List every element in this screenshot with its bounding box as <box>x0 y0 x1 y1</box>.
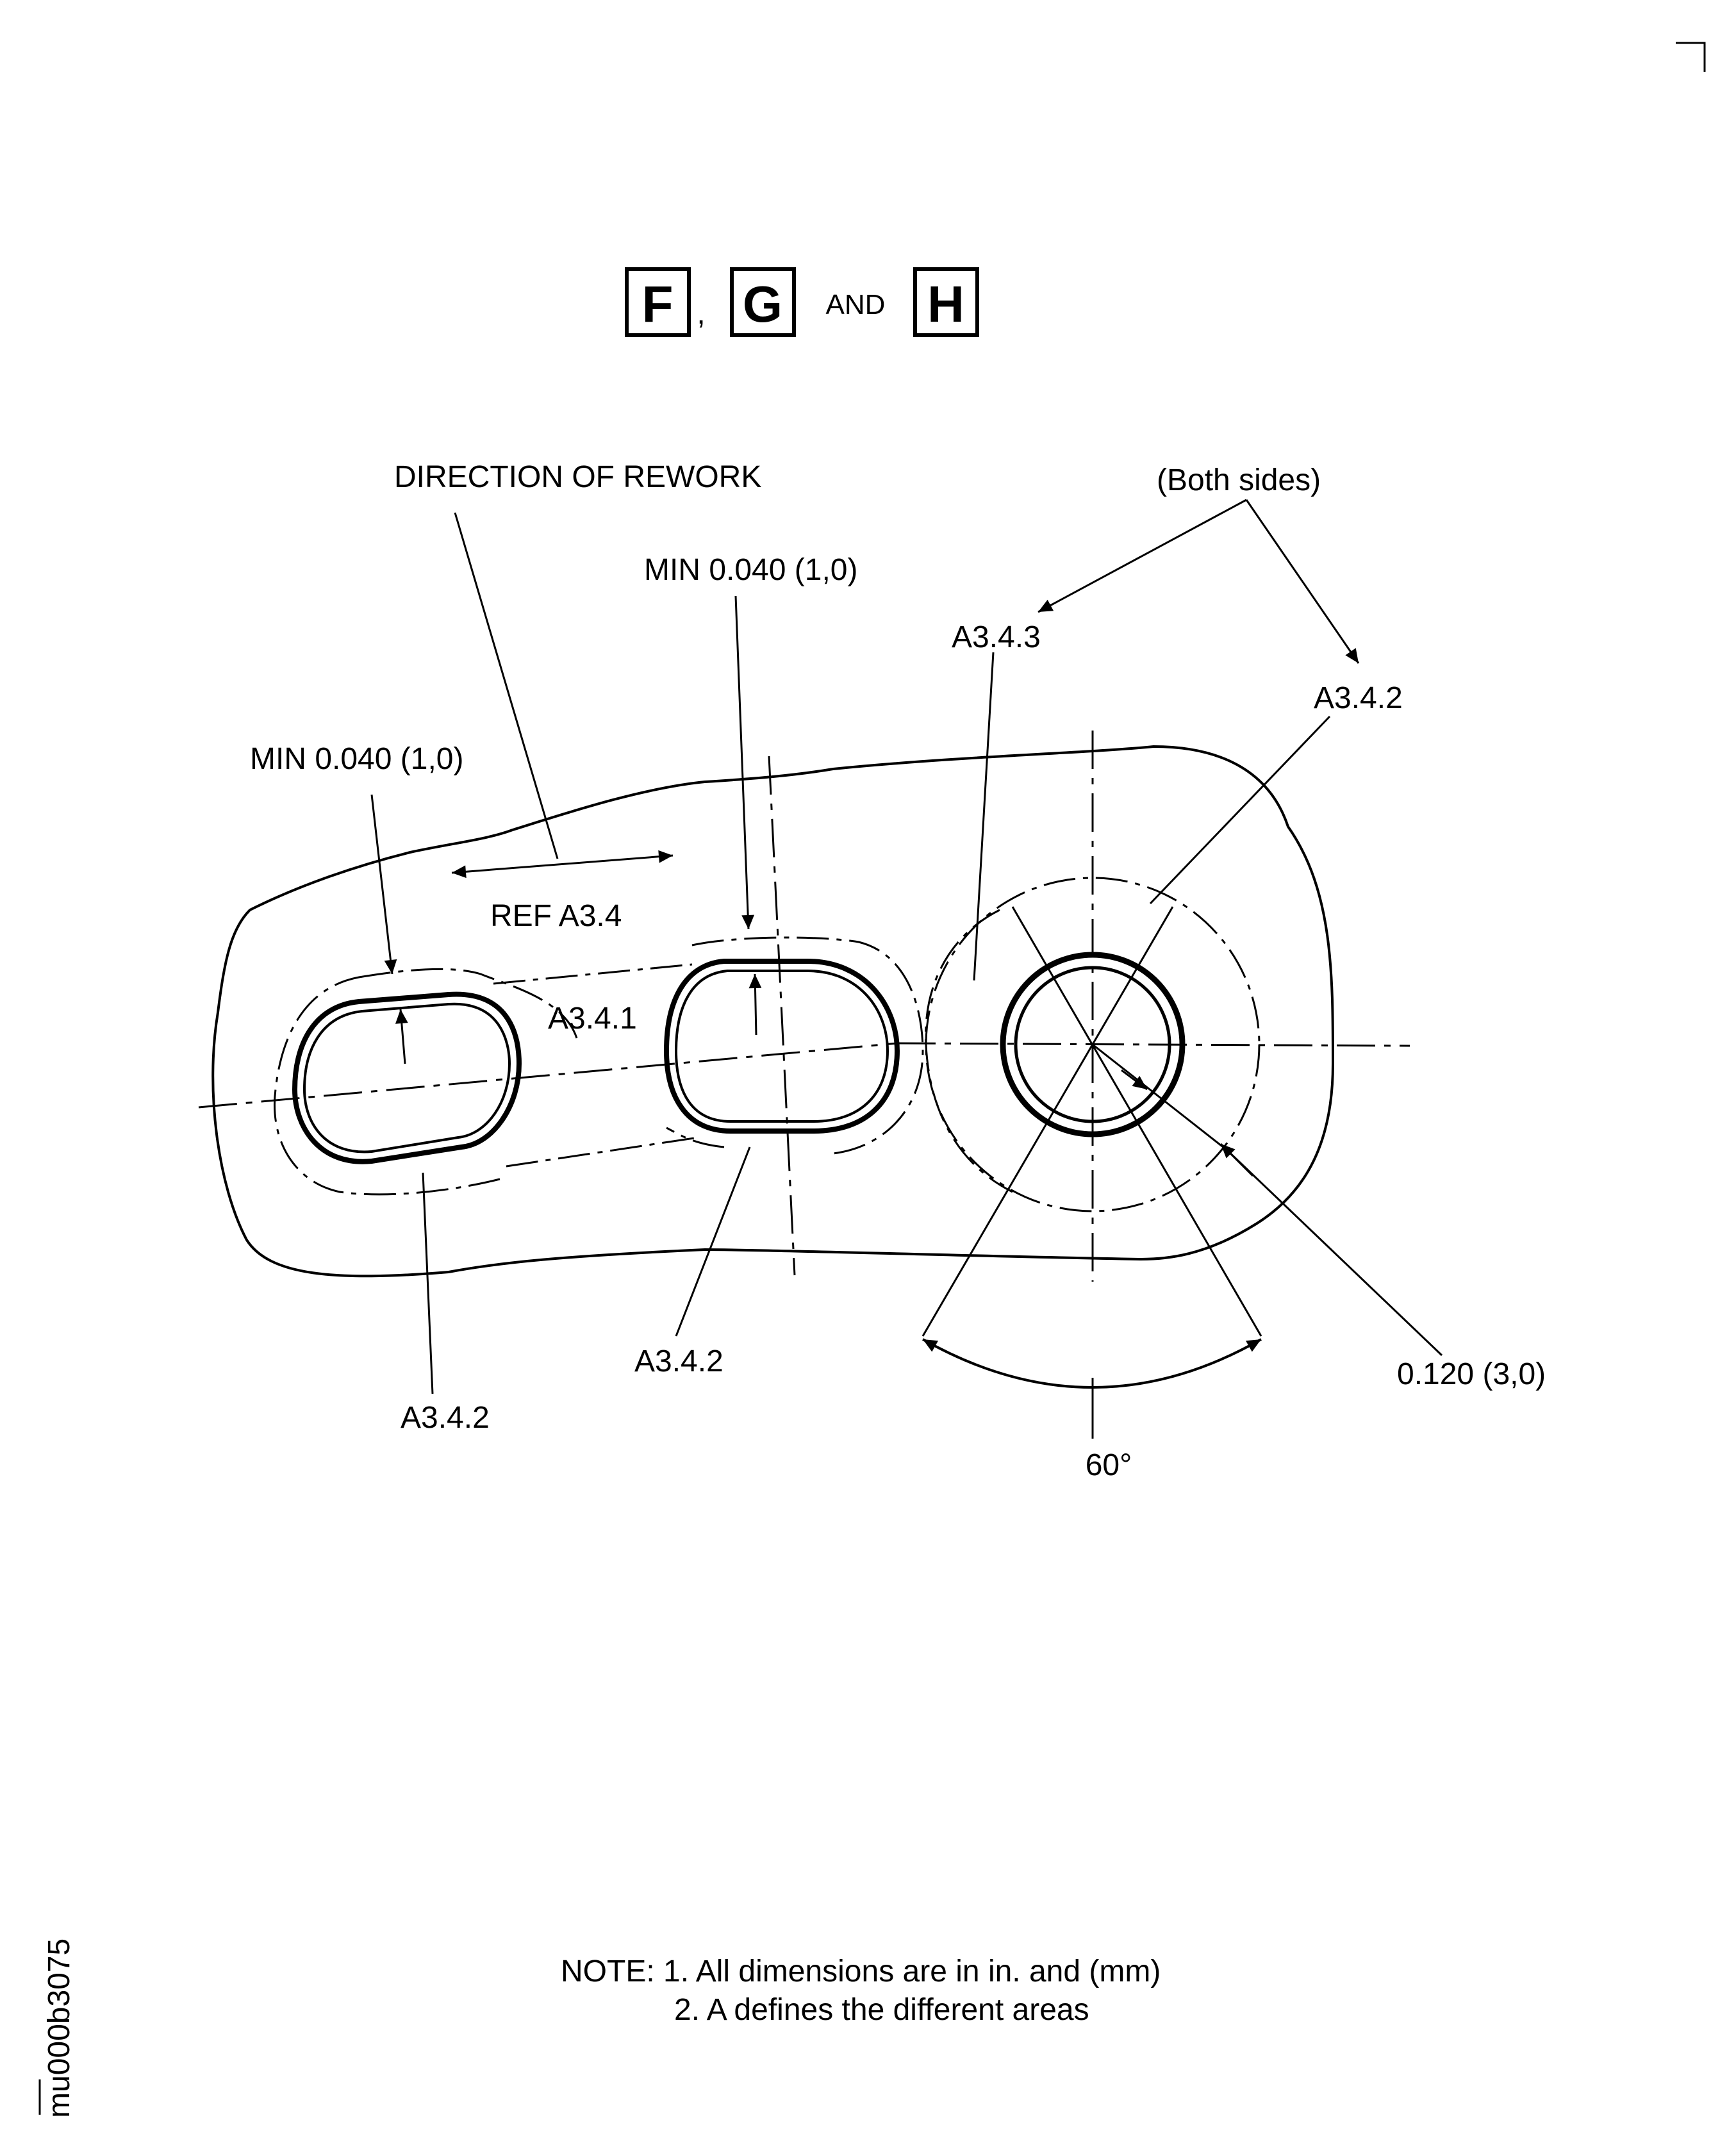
hole-area-a343-boundary <box>925 909 1013 1193</box>
dim-0120 <box>1092 1043 1443 1357</box>
slot-center-inner <box>674 970 889 1123</box>
corner-mark-top-right <box>1676 42 1706 72</box>
box-f <box>625 267 691 337</box>
figure-id: mu000b3075 <box>42 1938 76 2118</box>
a342-center-leader <box>675 1146 751 1337</box>
hole-area-boundary-a342 <box>925 877 1261 1212</box>
label-min-center: MIN 0.040 (1,0) <box>644 553 857 587</box>
header-and: AND <box>826 289 886 320</box>
both-sides-leaders <box>1037 499 1360 664</box>
min-left-arrow-up <box>395 1009 408 1064</box>
dim-0120-arrow-outer <box>1219 1143 1254 1177</box>
box-g-label: G <box>743 276 782 333</box>
direction-of-rework <box>451 512 674 879</box>
a342-left-leader <box>422 1172 434 1394</box>
slots-centerline <box>198 1042 898 1109</box>
figure-id-block: mu000b3075 <box>38 1938 76 2118</box>
label-dim-0120: 0.120 (3,0) <box>1397 1357 1546 1391</box>
label-angle-60: 60° <box>1086 1448 1132 1482</box>
angle-line-left <box>1011 906 1262 1337</box>
note-line-1: NOTE: 1. All dimensions are in in. and (… <box>561 1954 1161 1988</box>
label-a341: A3.4.1 <box>548 1002 637 1036</box>
label-ref-a34: REF A3.4 <box>490 899 622 933</box>
min-left-dim <box>370 794 408 1064</box>
direction-arrow <box>451 850 674 879</box>
note-line-2: 2. A defines the different areas <box>674 1993 1089 2027</box>
slot-center <box>663 936 924 1155</box>
box-h <box>913 267 979 337</box>
min-center-arrow-up <box>748 973 762 1036</box>
min-center-dim <box>734 595 762 1036</box>
slot-left-rework-boundary <box>274 968 578 1196</box>
box-h-label: H <box>927 276 964 333</box>
slot-left-inner <box>302 1002 511 1153</box>
box-g <box>730 267 796 337</box>
both-sides-to-a343 <box>1037 499 1247 613</box>
hole-outer-ring <box>1000 952 1186 1137</box>
dim-0120-arrow-inner <box>1121 1069 1148 1091</box>
slot-center-outer <box>663 959 900 1134</box>
slot-left <box>274 968 578 1196</box>
rework-band-lines <box>493 963 699 1168</box>
slot2-vertical-centerline <box>768 756 796 1276</box>
slot-center-rework-boundary <box>666 936 924 1155</box>
area-leaders <box>422 652 1331 1394</box>
angle-lines <box>922 906 1262 1337</box>
min-center-leader <box>734 595 755 930</box>
label-a343: A3.4.3 <box>952 620 1041 654</box>
slot-left-outer <box>292 991 522 1164</box>
a342-top-right-leader <box>1149 715 1331 905</box>
rework-band-lower <box>506 1136 699 1168</box>
box-f-label: F <box>642 276 674 333</box>
dim-0120-leader <box>1226 1149 1443 1357</box>
label-min-left: MIN 0.040 (1,0) <box>250 742 463 776</box>
angle-line-right <box>922 906 1174 1337</box>
direction-leader <box>454 512 559 859</box>
hole-horizontal-centerline <box>897 1042 1410 1047</box>
hole-inner-ring <box>1014 966 1171 1123</box>
min-left-leader <box>370 794 397 975</box>
a343-leader <box>973 652 995 981</box>
both-sides-to-a342 <box>1245 499 1360 664</box>
label-both-sides: (Both sides) <box>1157 463 1321 497</box>
header-comma: , <box>697 297 705 331</box>
round-hole <box>925 877 1261 1212</box>
rework-band-upper <box>493 963 693 985</box>
centerlines <box>198 731 1410 1282</box>
label-a342-top-right: A3.4.2 <box>1314 681 1403 715</box>
label-a342-center: A3.4.2 <box>634 1344 723 1378</box>
part-outline <box>211 745 1335 1278</box>
dim-0120-line <box>1092 1043 1228 1152</box>
header-effectivity: F , G AND H <box>625 267 979 337</box>
label-direction-of-rework: DIRECTION OF REWORK <box>394 460 761 494</box>
label-a342-left: A3.4.2 <box>401 1401 490 1435</box>
